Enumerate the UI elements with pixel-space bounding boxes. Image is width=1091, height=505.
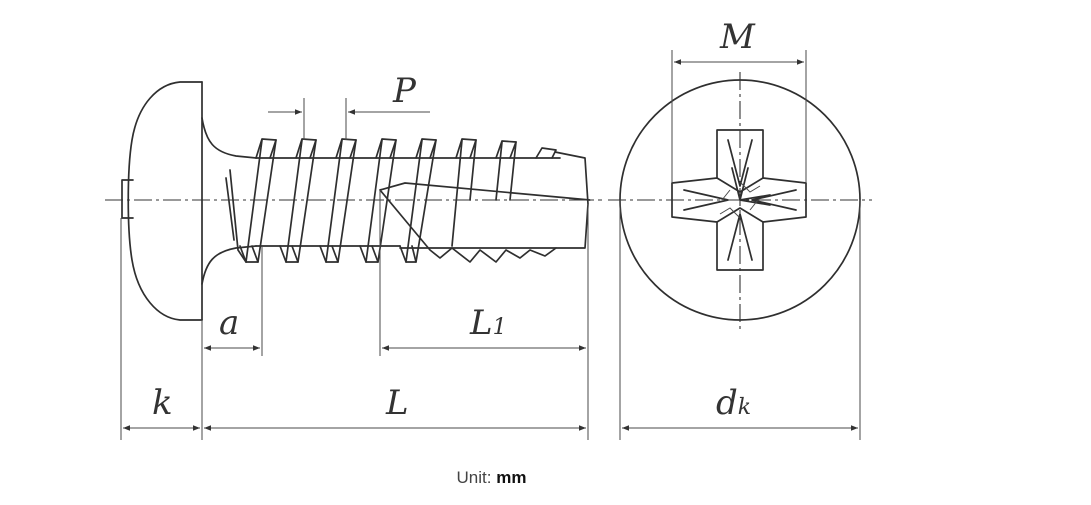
dimension-dk: dk [619, 200, 861, 440]
a-label: a [219, 303, 239, 343]
l1-label: L [469, 303, 493, 343]
pitch-label: P [392, 71, 417, 111]
k-label: k [152, 383, 173, 423]
dimension-m: M [671, 17, 807, 183]
unit-caption: Unit: mm [0, 468, 983, 488]
dk-subscript: k [738, 395, 751, 420]
dimension-l1: L1 [379, 190, 589, 440]
l-label: L [385, 383, 409, 423]
screw-end-view [608, 72, 872, 330]
svg-text:dk: dk [716, 383, 751, 423]
unit-value: mm [496, 468, 527, 487]
unit-label: Unit: [456, 468, 492, 487]
dimension-l: L [204, 383, 586, 431]
dimension-pitch: P [268, 71, 430, 140]
l1-subscript: 1 [493, 315, 507, 340]
dimension-k: k [120, 218, 200, 440]
thread-crests [225, 138, 557, 263]
m-label: M [719, 17, 756, 57]
screw-side-view [105, 81, 602, 321]
head-neck [201, 117, 257, 285]
pan-head [127, 81, 203, 321]
head-slot [121, 179, 134, 219]
dk-label: d [716, 383, 738, 423]
svg-text:L1: L1 [469, 303, 507, 343]
dimension-a: a [201, 246, 263, 440]
